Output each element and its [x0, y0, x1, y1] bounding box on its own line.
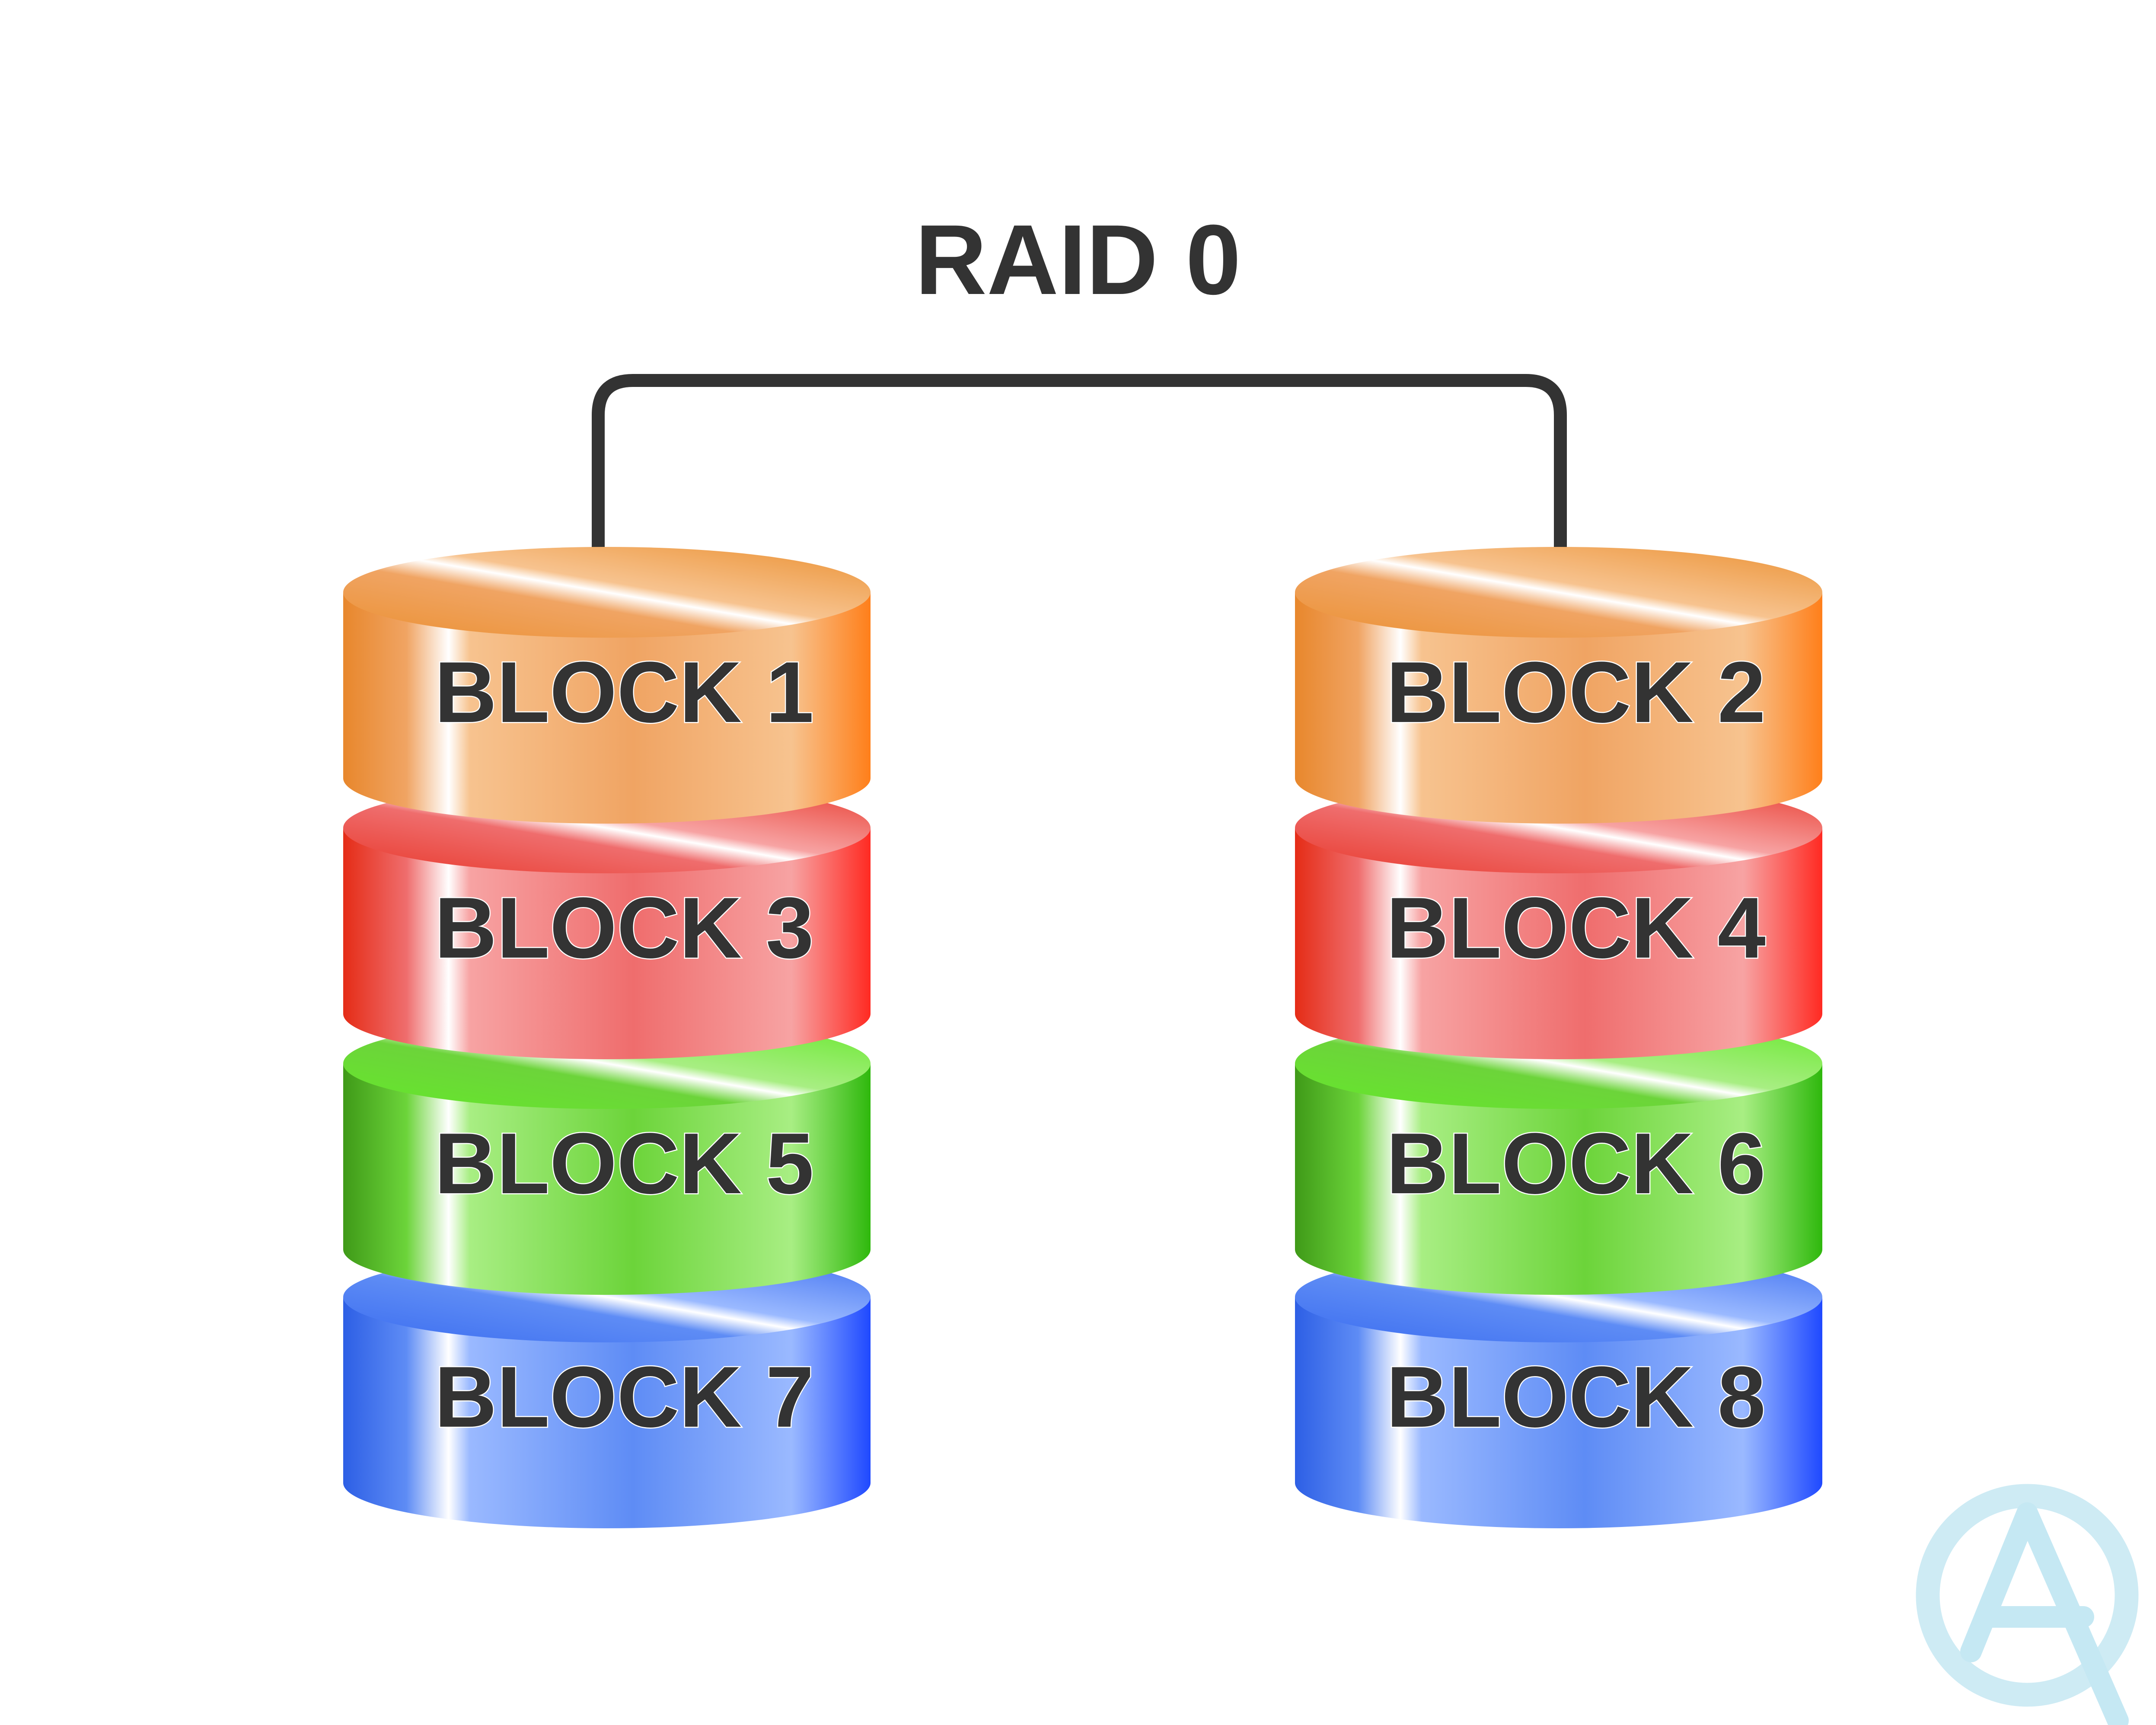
- disk-block-5: BLOCK 5: [343, 1018, 871, 1295]
- disk-block-1: BLOCK 1: [343, 547, 871, 824]
- disk-stack-right: BLOCK 8 BLOCK 6 BLOCK 4 BLOCK 2: [1295, 547, 1822, 1528]
- raid-connector-line: [592, 374, 1567, 569]
- disk-top: [343, 547, 871, 638]
- disk-side: [1295, 592, 1822, 824]
- disk-block-4: BLOCK 4: [1295, 783, 1822, 1059]
- block-label: BLOCK 4: [1386, 880, 1766, 976]
- disk-block-2: BLOCK 2: [1295, 547, 1822, 824]
- disk-stack-left: BLOCK 7 BLOCK 5 BLOCK 3 BLOCK 1: [343, 547, 871, 1528]
- disk-side: [343, 1064, 871, 1295]
- block-label: BLOCK 8: [1386, 1349, 1766, 1445]
- block-label: BLOCK 6: [1386, 1115, 1766, 1212]
- block-label: BLOCK 3: [434, 880, 814, 976]
- disk-side: [1295, 1297, 1822, 1528]
- disk-side: [343, 1297, 871, 1528]
- block-label: BLOCK 2: [1386, 644, 1766, 741]
- disk-side: [343, 828, 871, 1059]
- disk-block-3: BLOCK 3: [343, 783, 871, 1059]
- block-label: BLOCK 5: [434, 1115, 814, 1212]
- diagram-title: RAID 0: [915, 204, 1241, 315]
- disk-block-6: BLOCK 6: [1295, 1018, 1822, 1295]
- disk-side: [343, 592, 871, 824]
- block-label: BLOCK 7: [434, 1349, 814, 1445]
- disk-side: [1295, 1064, 1822, 1295]
- ga-logo-icon: [1916, 1484, 2139, 1725]
- disk-side: [1295, 828, 1822, 1059]
- disk-top: [1295, 547, 1822, 638]
- block-label: BLOCK 1: [434, 644, 814, 741]
